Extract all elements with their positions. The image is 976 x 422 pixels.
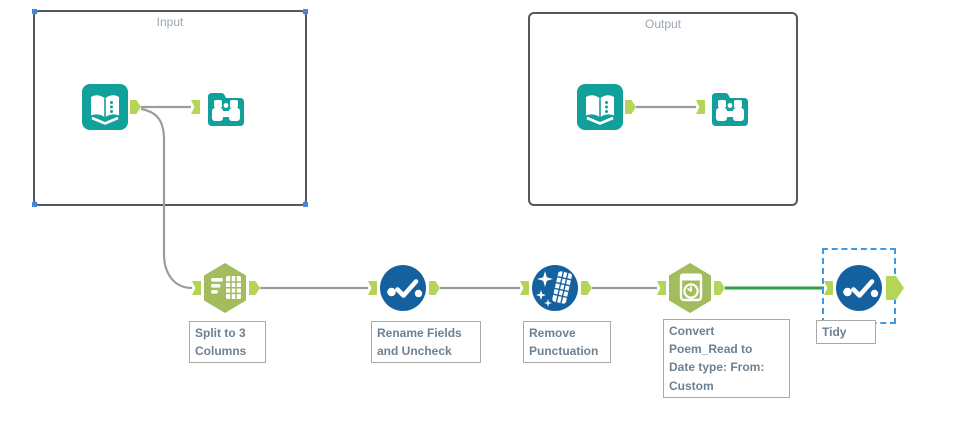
container-output-label: Output <box>644 17 682 31</box>
connection-input-to-split[interactable] <box>140 107 193 290</box>
output-anchor[interactable] <box>249 281 260 295</box>
input-anchor[interactable] <box>520 281 529 295</box>
tool-select-tidy[interactable] <box>835 264 883 312</box>
resize-handle[interactable] <box>32 202 37 207</box>
input-anchor[interactable] <box>696 100 705 114</box>
select-checkmark-icon <box>836 265 882 311</box>
container-input-label: Input <box>156 15 184 29</box>
annotation-rename-fields[interactable]: Rename Fields and Uncheck <box>371 321 481 364</box>
output-anchor[interactable] <box>429 281 440 295</box>
resize-handle[interactable] <box>303 9 308 14</box>
annotation-remove-punctuation[interactable]: Remove Punctuation <box>523 321 611 364</box>
input-data-book-icon <box>82 84 128 130</box>
browse-binoculars-icon <box>208 93 244 126</box>
tool-browse-1[interactable] <box>203 84 249 130</box>
resize-handle[interactable] <box>32 9 37 14</box>
browse-binoculars-icon <box>712 93 748 126</box>
resize-handle[interactable] <box>303 202 308 207</box>
input-anchor[interactable] <box>657 281 666 295</box>
input-data-book-icon <box>577 84 623 130</box>
output-anchor[interactable] <box>714 281 725 295</box>
output-anchor[interactable] <box>625 100 636 114</box>
tool-data-cleansing[interactable] <box>531 264 579 312</box>
tool-input-data-1[interactable] <box>82 84 128 130</box>
tool-text-to-columns[interactable] <box>203 262 247 314</box>
tool-browse-2[interactable] <box>707 84 753 130</box>
text-to-columns-icon <box>204 263 246 313</box>
input-anchor[interactable] <box>368 281 377 295</box>
container-input[interactable]: Input <box>32 9 308 207</box>
select-checkmark-icon <box>380 265 426 311</box>
tool-datetime[interactable] <box>668 262 712 314</box>
annotation-tidy[interactable]: Tidy <box>816 320 876 345</box>
output-anchor[interactable] <box>130 100 141 114</box>
annotation-convert-date[interactable]: Convert Poem_Read to Date type: From: Cu… <box>663 319 790 398</box>
input-anchor[interactable] <box>191 100 200 114</box>
data-cleansing-sparkle-icon <box>532 265 578 311</box>
tool-input-data-2[interactable] <box>577 84 623 130</box>
input-anchor[interactable] <box>824 281 833 295</box>
output-anchor-selected[interactable] <box>886 276 904 300</box>
output-anchor[interactable] <box>581 281 592 295</box>
container-output[interactable]: Output <box>528 12 798 206</box>
annotation-split-to-3-columns[interactable]: Split to 3 Columns <box>189 321 266 364</box>
datetime-clock-icon <box>669 263 711 313</box>
tool-select-rename[interactable] <box>379 264 427 312</box>
input-anchor[interactable] <box>192 281 201 295</box>
